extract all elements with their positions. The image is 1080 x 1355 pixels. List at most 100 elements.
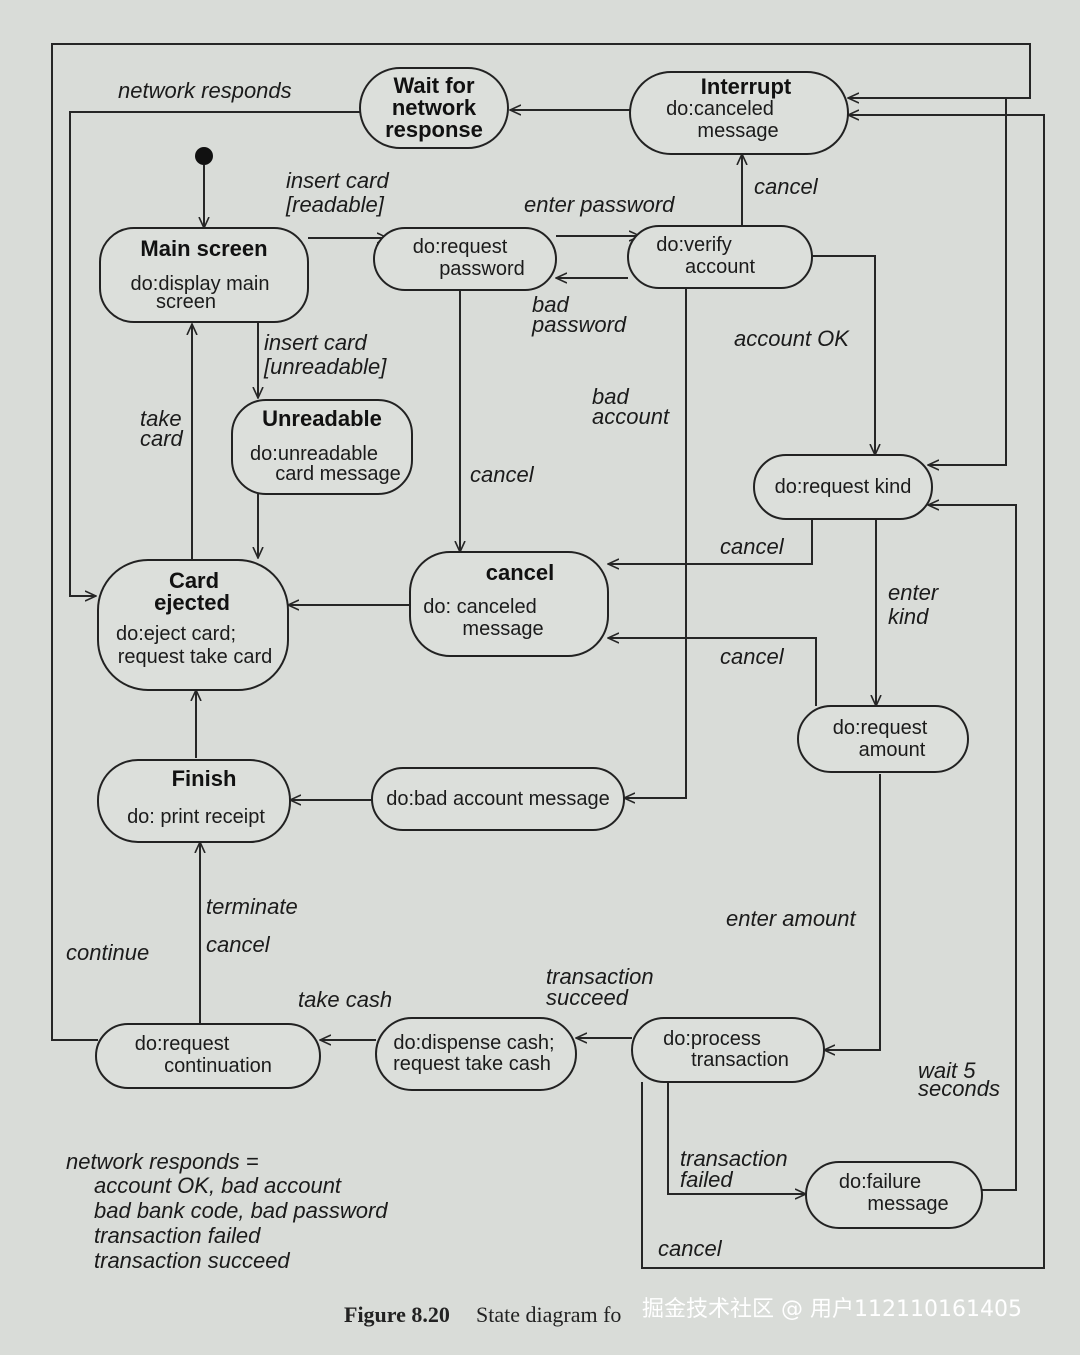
request-password-2: password bbox=[439, 258, 525, 280]
verify-account-2: account bbox=[685, 256, 755, 278]
label-take-card-1: take bbox=[140, 406, 182, 431]
wait-network-line1: Wait for bbox=[393, 73, 474, 98]
state-verify-account: do:verify account bbox=[627, 225, 813, 289]
label-wait-5-seconds-1: wait 5 bbox=[918, 1058, 976, 1083]
main-title: Main screen bbox=[140, 236, 267, 261]
note-line-1: network responds = bbox=[66, 1149, 259, 1174]
dispense-cash-1: do:dispense cash; bbox=[393, 1032, 554, 1054]
label-terminate: terminate bbox=[206, 894, 298, 919]
failure-message-2: message bbox=[867, 1193, 948, 1215]
label-take-card-2: card bbox=[140, 426, 184, 451]
request-password-1: do:request bbox=[413, 236, 508, 258]
note-line-5: transaction succeed bbox=[94, 1248, 290, 1273]
label-enter-amount: enter amount bbox=[726, 906, 857, 931]
note-line-4: transaction failed bbox=[94, 1223, 261, 1248]
label-transaction-succeed-1: transaction bbox=[546, 964, 654, 989]
edge-cancel-bottom bbox=[641, 115, 1045, 1269]
edge-transaction-failed bbox=[667, 1082, 806, 1194]
state-dispense-cash: do:dispense cash; request take cash bbox=[375, 1017, 577, 1091]
request-continuation-2: continuation bbox=[164, 1055, 272, 1077]
state-wait-network: Wait for network response bbox=[359, 67, 509, 149]
request-amount-2: amount bbox=[859, 739, 926, 761]
card-ejected-do-2: request take card bbox=[118, 646, 273, 668]
process-transaction-1: do:process bbox=[663, 1028, 761, 1050]
interrupt-title: Interrupt bbox=[701, 74, 792, 99]
label-insert-readable-1: insert card bbox=[286, 168, 389, 193]
label-cancel-interrupt: cancel bbox=[754, 174, 819, 199]
finish-do: do: print receipt bbox=[127, 806, 265, 828]
unreadable-do-2: card message bbox=[275, 463, 401, 485]
label-insert-unreadable-2: [unreadable] bbox=[263, 354, 387, 379]
label-cancel-bottom: cancel bbox=[658, 1236, 723, 1261]
label-cancel-finish: cancel bbox=[206, 932, 271, 957]
edge-network-responds bbox=[69, 111, 360, 596]
edge-bad-account bbox=[624, 288, 687, 798]
card-ejected-do-1: do:eject card; bbox=[116, 623, 236, 645]
figure-caption: Figure 8.20 State diagram fo bbox=[344, 1302, 621, 1327]
label-insert-readable-2: [readable] bbox=[285, 192, 385, 217]
watermark: 掘金技术社区 @ 用户112110161405 bbox=[642, 1297, 1022, 1322]
state-cancel: cancel do: canceled message bbox=[409, 551, 609, 657]
note-line-2: account OK, bad account bbox=[94, 1173, 342, 1198]
label-cancel-password: cancel bbox=[470, 462, 535, 487]
label-insert-unreadable-1: insert card bbox=[264, 330, 367, 355]
label-take-cash: take cash bbox=[298, 987, 392, 1012]
bad-account-message-label: do:bad account message bbox=[386, 788, 610, 810]
edge-continue-loop bbox=[51, 43, 1031, 1041]
state-interrupt: Interrupt do:canceled message bbox=[629, 71, 849, 155]
label-cancel-amount: cancel bbox=[720, 644, 785, 669]
edge-loop-to-request-kind bbox=[928, 98, 1007, 465]
label-cancel-kind: cancel bbox=[720, 534, 785, 559]
edge-enter-amount bbox=[824, 774, 881, 1050]
state-request-kind: do:request kind bbox=[753, 454, 933, 520]
note-line-3: bad bank code, bad password bbox=[94, 1198, 388, 1223]
dispense-cash-2: request take cash bbox=[393, 1053, 551, 1075]
unreadable-title: Unreadable bbox=[262, 406, 382, 431]
wait-network-line2: network bbox=[392, 95, 477, 120]
main-do-1: do:display main bbox=[131, 273, 270, 295]
request-continuation-1: do:request bbox=[135, 1033, 230, 1055]
caption-label: Figure 8.20 bbox=[344, 1302, 450, 1327]
edge-account-ok bbox=[812, 255, 875, 455]
state-failure-message: do:failure message bbox=[805, 1161, 983, 1229]
request-kind-label: do:request kind bbox=[775, 476, 912, 498]
label-bad-password-1: bad bbox=[532, 292, 569, 317]
state-bad-account-message: do:bad account message bbox=[371, 767, 625, 831]
label-bad-password-2: password bbox=[531, 312, 627, 337]
label-wait-5-seconds-2: seconds bbox=[918, 1076, 1000, 1101]
state-finish: Finish do: print receipt bbox=[97, 759, 291, 843]
transitions bbox=[51, 43, 1045, 1269]
cancel-do-2: message bbox=[462, 618, 543, 640]
edge-cancel-kind bbox=[608, 520, 813, 564]
caption-text: State diagram fo bbox=[476, 1302, 621, 1327]
label-bad-account-1: bad bbox=[592, 384, 629, 409]
main-do-2: screen bbox=[156, 291, 216, 313]
card-ejected-title-2: ejected bbox=[154, 590, 230, 615]
process-transaction-2: transaction bbox=[691, 1049, 789, 1071]
card-ejected-title-1: Card bbox=[169, 568, 219, 593]
verify-account-1: do:verify bbox=[656, 234, 732, 256]
state-request-continuation: do:request continuation bbox=[95, 1023, 321, 1089]
interrupt-do-2: message bbox=[697, 120, 778, 142]
label-network-responds: network responds bbox=[118, 78, 292, 103]
label-transaction-succeed-2: succeed bbox=[546, 985, 629, 1010]
label-enter-kind-1: enter bbox=[888, 580, 940, 605]
label-enter-password: enter password bbox=[524, 192, 675, 217]
label-bad-account-2: account bbox=[592, 404, 670, 429]
label-account-ok: account OK bbox=[734, 326, 850, 351]
transition-labels: network responds insert card [readable] … bbox=[66, 78, 1000, 1261]
state-process-transaction: do:process transaction bbox=[631, 1017, 825, 1083]
label-transaction-failed-2: failed bbox=[680, 1167, 733, 1192]
state-unreadable: Unreadable do:unreadable card message bbox=[231, 399, 413, 495]
state-request-password: do:request password bbox=[373, 227, 557, 291]
unreadable-do-1: do:unreadable bbox=[250, 443, 378, 465]
edge-cancel-amount bbox=[608, 638, 817, 706]
state-request-amount: do:request amount bbox=[797, 705, 969, 773]
state-main-screen: Main screen do:display main screen bbox=[99, 227, 309, 323]
edge-wait-5-seconds bbox=[928, 505, 1017, 1191]
state-card-ejected: Card ejected do:eject card; request take… bbox=[97, 559, 289, 691]
label-continue: continue bbox=[66, 940, 149, 965]
label-transaction-failed-1: transaction bbox=[680, 1146, 788, 1171]
